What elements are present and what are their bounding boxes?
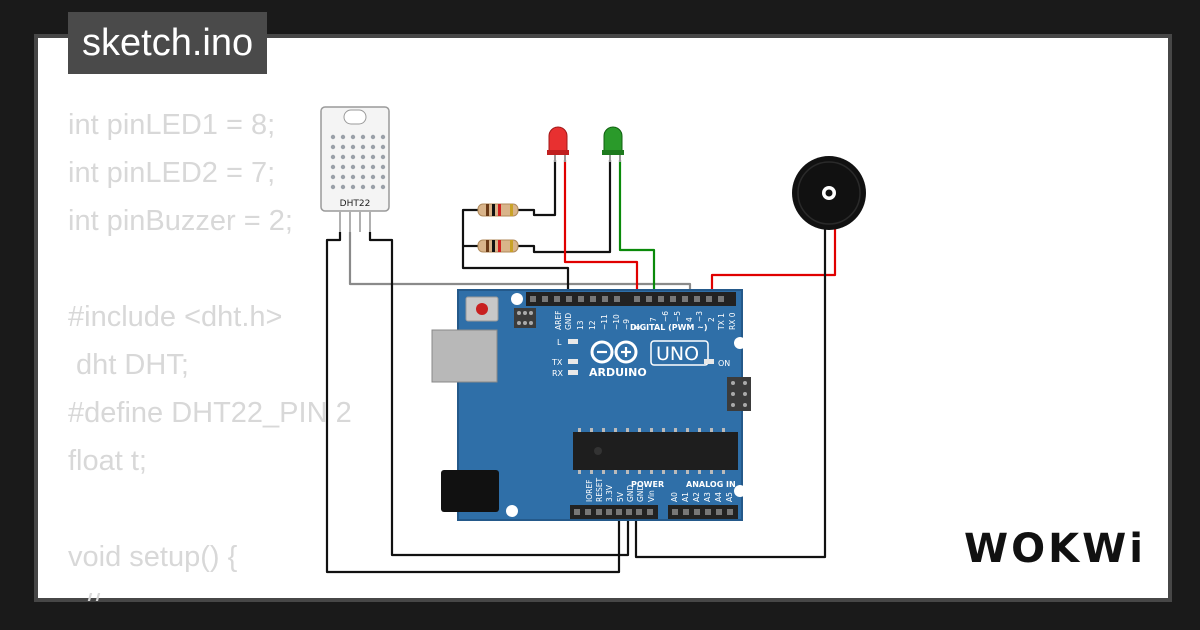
on-led-label: ON bbox=[718, 359, 730, 368]
arduino-uno-board[interactable]: AREF GND 13 12 ~11 ~10 ~9 8 7 ~6 ~5 4 ~3… bbox=[431, 289, 751, 521]
code-line[interactable]: dht DHT; bbox=[68, 349, 189, 381]
digital-header-label: DIGITAL (PWM ~) bbox=[630, 323, 708, 332]
pin-label: 3.3V bbox=[605, 484, 614, 502]
pin-label: ~9 bbox=[622, 319, 631, 330]
code-line[interactable]: #include <dht.h> bbox=[68, 301, 283, 333]
code-line[interactable]: int pinLED2 = 7; bbox=[68, 157, 276, 189]
pin-label: RESET bbox=[595, 478, 604, 502]
wire-buzzer-pos[interactable] bbox=[710, 228, 837, 299]
dht22-label: DHT22 bbox=[340, 199, 371, 209]
buzzer[interactable] bbox=[792, 156, 866, 230]
rx-led-label: RX bbox=[552, 369, 564, 378]
analog-header bbox=[668, 505, 738, 519]
pin-label: ~11 bbox=[600, 314, 609, 330]
wires bbox=[325, 160, 837, 574]
resistor-2[interactable] bbox=[477, 239, 519, 253]
pin-label: ~6 bbox=[661, 311, 670, 322]
pin-label: A3 bbox=[703, 492, 712, 502]
wire-res2-right[interactable] bbox=[518, 160, 612, 254]
dht22-sensor[interactable]: DHT22 bbox=[320, 106, 390, 232]
wire-dht-vcc[interactable] bbox=[325, 232, 621, 574]
pin-label: 4 bbox=[685, 317, 694, 322]
microcontroller-chip bbox=[573, 428, 738, 474]
pin-label: IOREF bbox=[585, 480, 594, 502]
pin-label: 13 bbox=[576, 320, 585, 330]
pin-label: A2 bbox=[692, 492, 701, 502]
analog-header-label: ANALOG IN bbox=[686, 480, 736, 489]
pin-label: 7 bbox=[649, 317, 658, 322]
pin-label: RX 0 bbox=[728, 312, 737, 330]
wire-dht-gnd[interactable] bbox=[368, 232, 630, 557]
wire-dht-data[interactable] bbox=[348, 232, 692, 299]
wokwi-logo: WOKWi bbox=[964, 526, 1146, 572]
code-line[interactable]: int pinLED1 = 8; bbox=[68, 109, 276, 141]
pin-label: 12 bbox=[588, 320, 597, 330]
code-line[interactable]: #define DHT22_PIN 2 bbox=[68, 397, 352, 429]
pin-label: AREF bbox=[554, 311, 563, 330]
code-line[interactable]: float t; bbox=[68, 445, 147, 477]
tx-led-label: TX bbox=[551, 358, 563, 367]
pin-label: ~3 bbox=[695, 311, 704, 322]
reset-button[interactable] bbox=[465, 296, 499, 322]
pin-label: GND bbox=[564, 313, 573, 330]
usb-port bbox=[431, 329, 498, 383]
arduino-logo bbox=[590, 340, 638, 364]
uno-label: UNO bbox=[656, 343, 699, 365]
pin-label: Vin bbox=[647, 490, 656, 502]
power-header-label: POWER bbox=[631, 480, 664, 489]
pin-label: 5V bbox=[616, 491, 625, 502]
code-line[interactable]: void setup() { bbox=[68, 541, 238, 573]
file-tab[interactable]: sketch.ino bbox=[68, 12, 268, 74]
pin-label: ~5 bbox=[673, 311, 682, 322]
pin-label: A5 bbox=[725, 492, 734, 502]
wire-led2-anode[interactable] bbox=[618, 160, 656, 299]
pin-label: A0 bbox=[670, 492, 679, 502]
digital-header bbox=[526, 292, 736, 306]
pin-label: 2 bbox=[707, 317, 716, 322]
l-led-label: L bbox=[557, 338, 562, 347]
wire-led1-anode[interactable] bbox=[563, 160, 639, 299]
led-red[interactable] bbox=[547, 126, 569, 162]
led-green[interactable] bbox=[602, 126, 624, 162]
pin-label: GND bbox=[636, 485, 645, 502]
pin-label: A1 bbox=[681, 492, 690, 502]
power-header bbox=[570, 505, 658, 519]
arduino-brand: ARDUINO bbox=[589, 366, 647, 379]
uno-badge bbox=[650, 340, 709, 366]
pin-label: A4 bbox=[714, 492, 723, 502]
code-line[interactable]: int pinBuzzer = 2; bbox=[68, 205, 293, 237]
pin-label: TX 1 bbox=[717, 313, 726, 331]
pin-label: ~10 bbox=[612, 314, 621, 330]
resistor-1[interactable] bbox=[477, 203, 519, 217]
pin-label: GND bbox=[626, 485, 635, 502]
power-jack bbox=[441, 470, 499, 512]
wire-res1-right[interactable] bbox=[518, 160, 557, 217]
pin-label: 8 bbox=[633, 325, 642, 330]
wire-res1-left[interactable] bbox=[461, 208, 570, 299]
wire-buzzer-neg[interactable] bbox=[634, 228, 827, 559]
code-line[interactable]: // bbox=[68, 581, 352, 601]
code-editor[interactable]: int pinLED1 = 8; int pinLED2 = 7; int pi… bbox=[68, 101, 352, 601]
